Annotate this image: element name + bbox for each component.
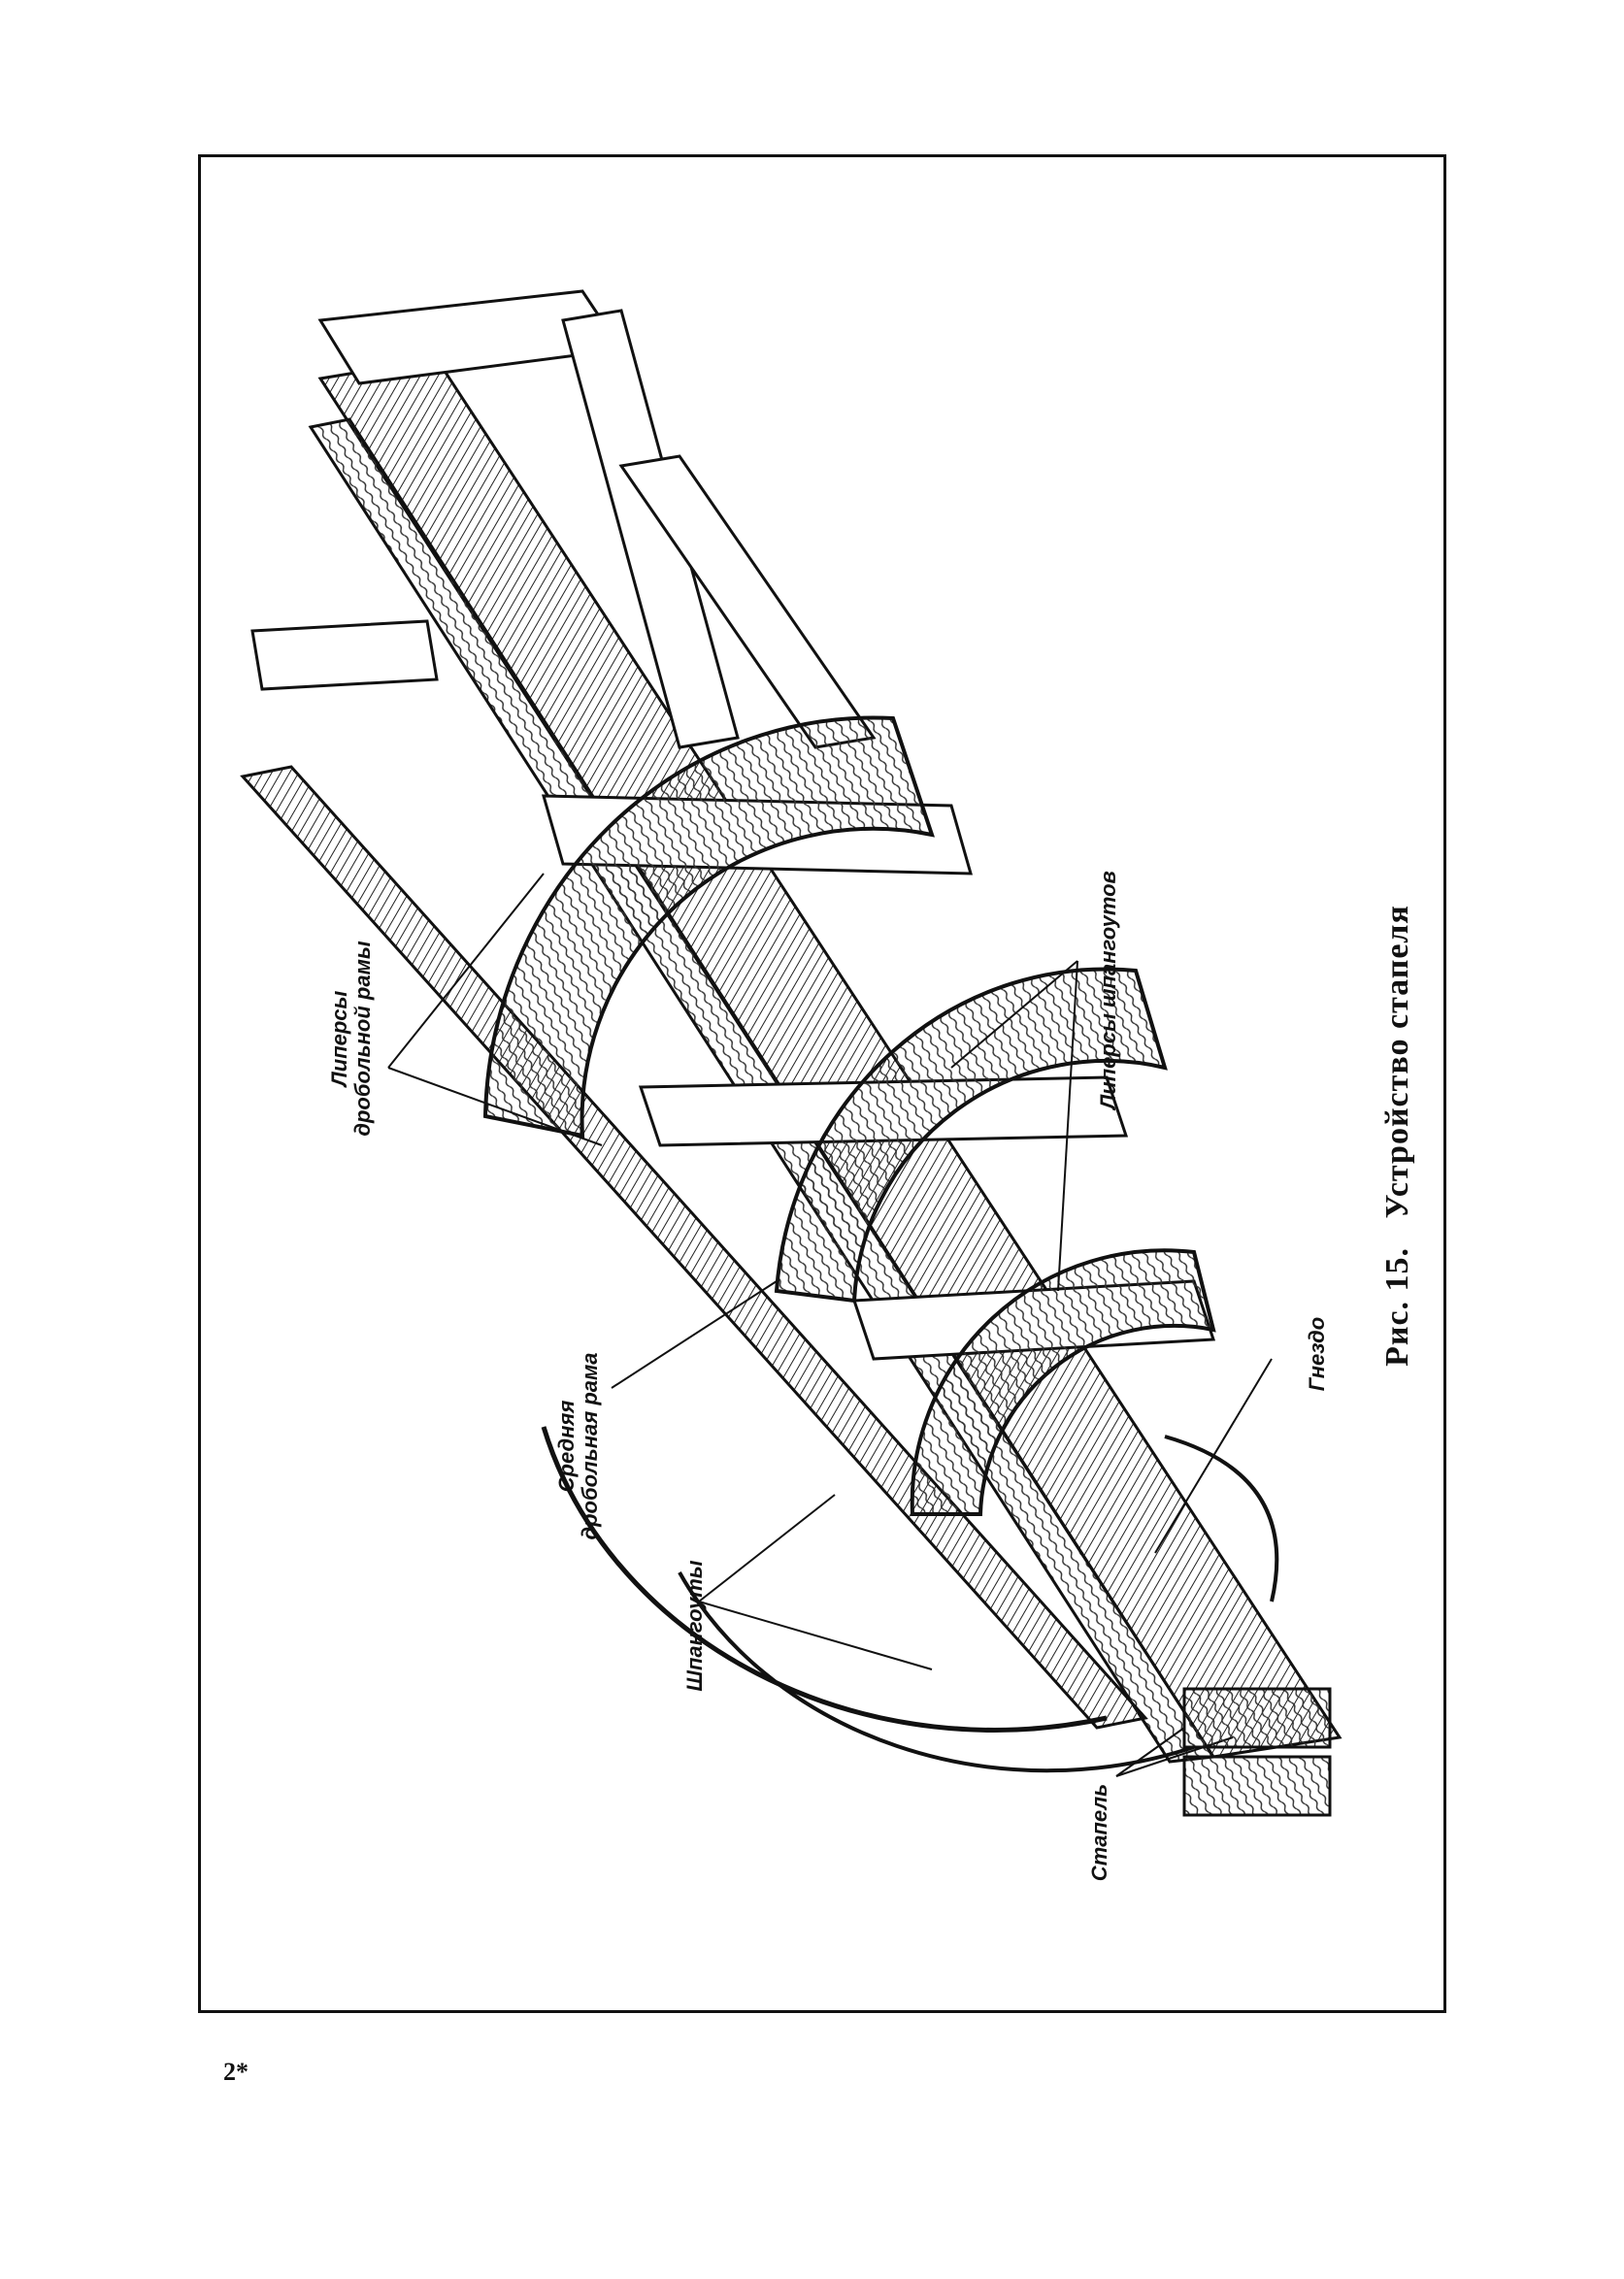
label-slipway: Стапель: [1086, 1783, 1111, 1882]
label-frame-spacers-text: Липерсы шпангоутов: [1095, 871, 1120, 1109]
label-frame-bar-spacers-line2: дробольной рамы: [350, 941, 375, 1137]
figure-frame: [198, 154, 1446, 2013]
frames: [482, 715, 1279, 1773]
label-frame-spacers: Липерсы шпангоутов: [1095, 871, 1120, 1109]
label-frames: Шпангоуты: [681, 1560, 707, 1692]
label-middle-bar-frame: Средняя дробольная рама: [553, 1352, 602, 1540]
figure-number: Рис. 15.: [1379, 1246, 1415, 1367]
label-middle-bar-frame-line1: Средняя: [553, 1400, 579, 1493]
beam-ends: [1182, 1687, 1332, 1817]
label-frame-bar-spacers-line1: Липерсы: [326, 990, 351, 1087]
label-middle-bar-frame-line2: дробольная рама: [578, 1352, 602, 1540]
leader-lines: [387, 873, 1273, 1777]
slipway-beams: [240, 357, 1342, 1764]
label-frame-bar-spacers: Липерсы дробольной рамы: [326, 941, 375, 1137]
figure-caption: Рис. 15. Устройство стапеля: [1379, 905, 1416, 1367]
label-frames-text: Шпангоуты: [681, 1560, 707, 1692]
page-number: 2*: [223, 2058, 249, 2086]
label-nest-text: Гнездо: [1304, 1316, 1329, 1392]
figure-title: Устройство стапеля: [1379, 905, 1415, 1219]
label-nest: Гнездо: [1304, 1316, 1329, 1392]
label-slipway-text: Стапель: [1086, 1783, 1111, 1882]
